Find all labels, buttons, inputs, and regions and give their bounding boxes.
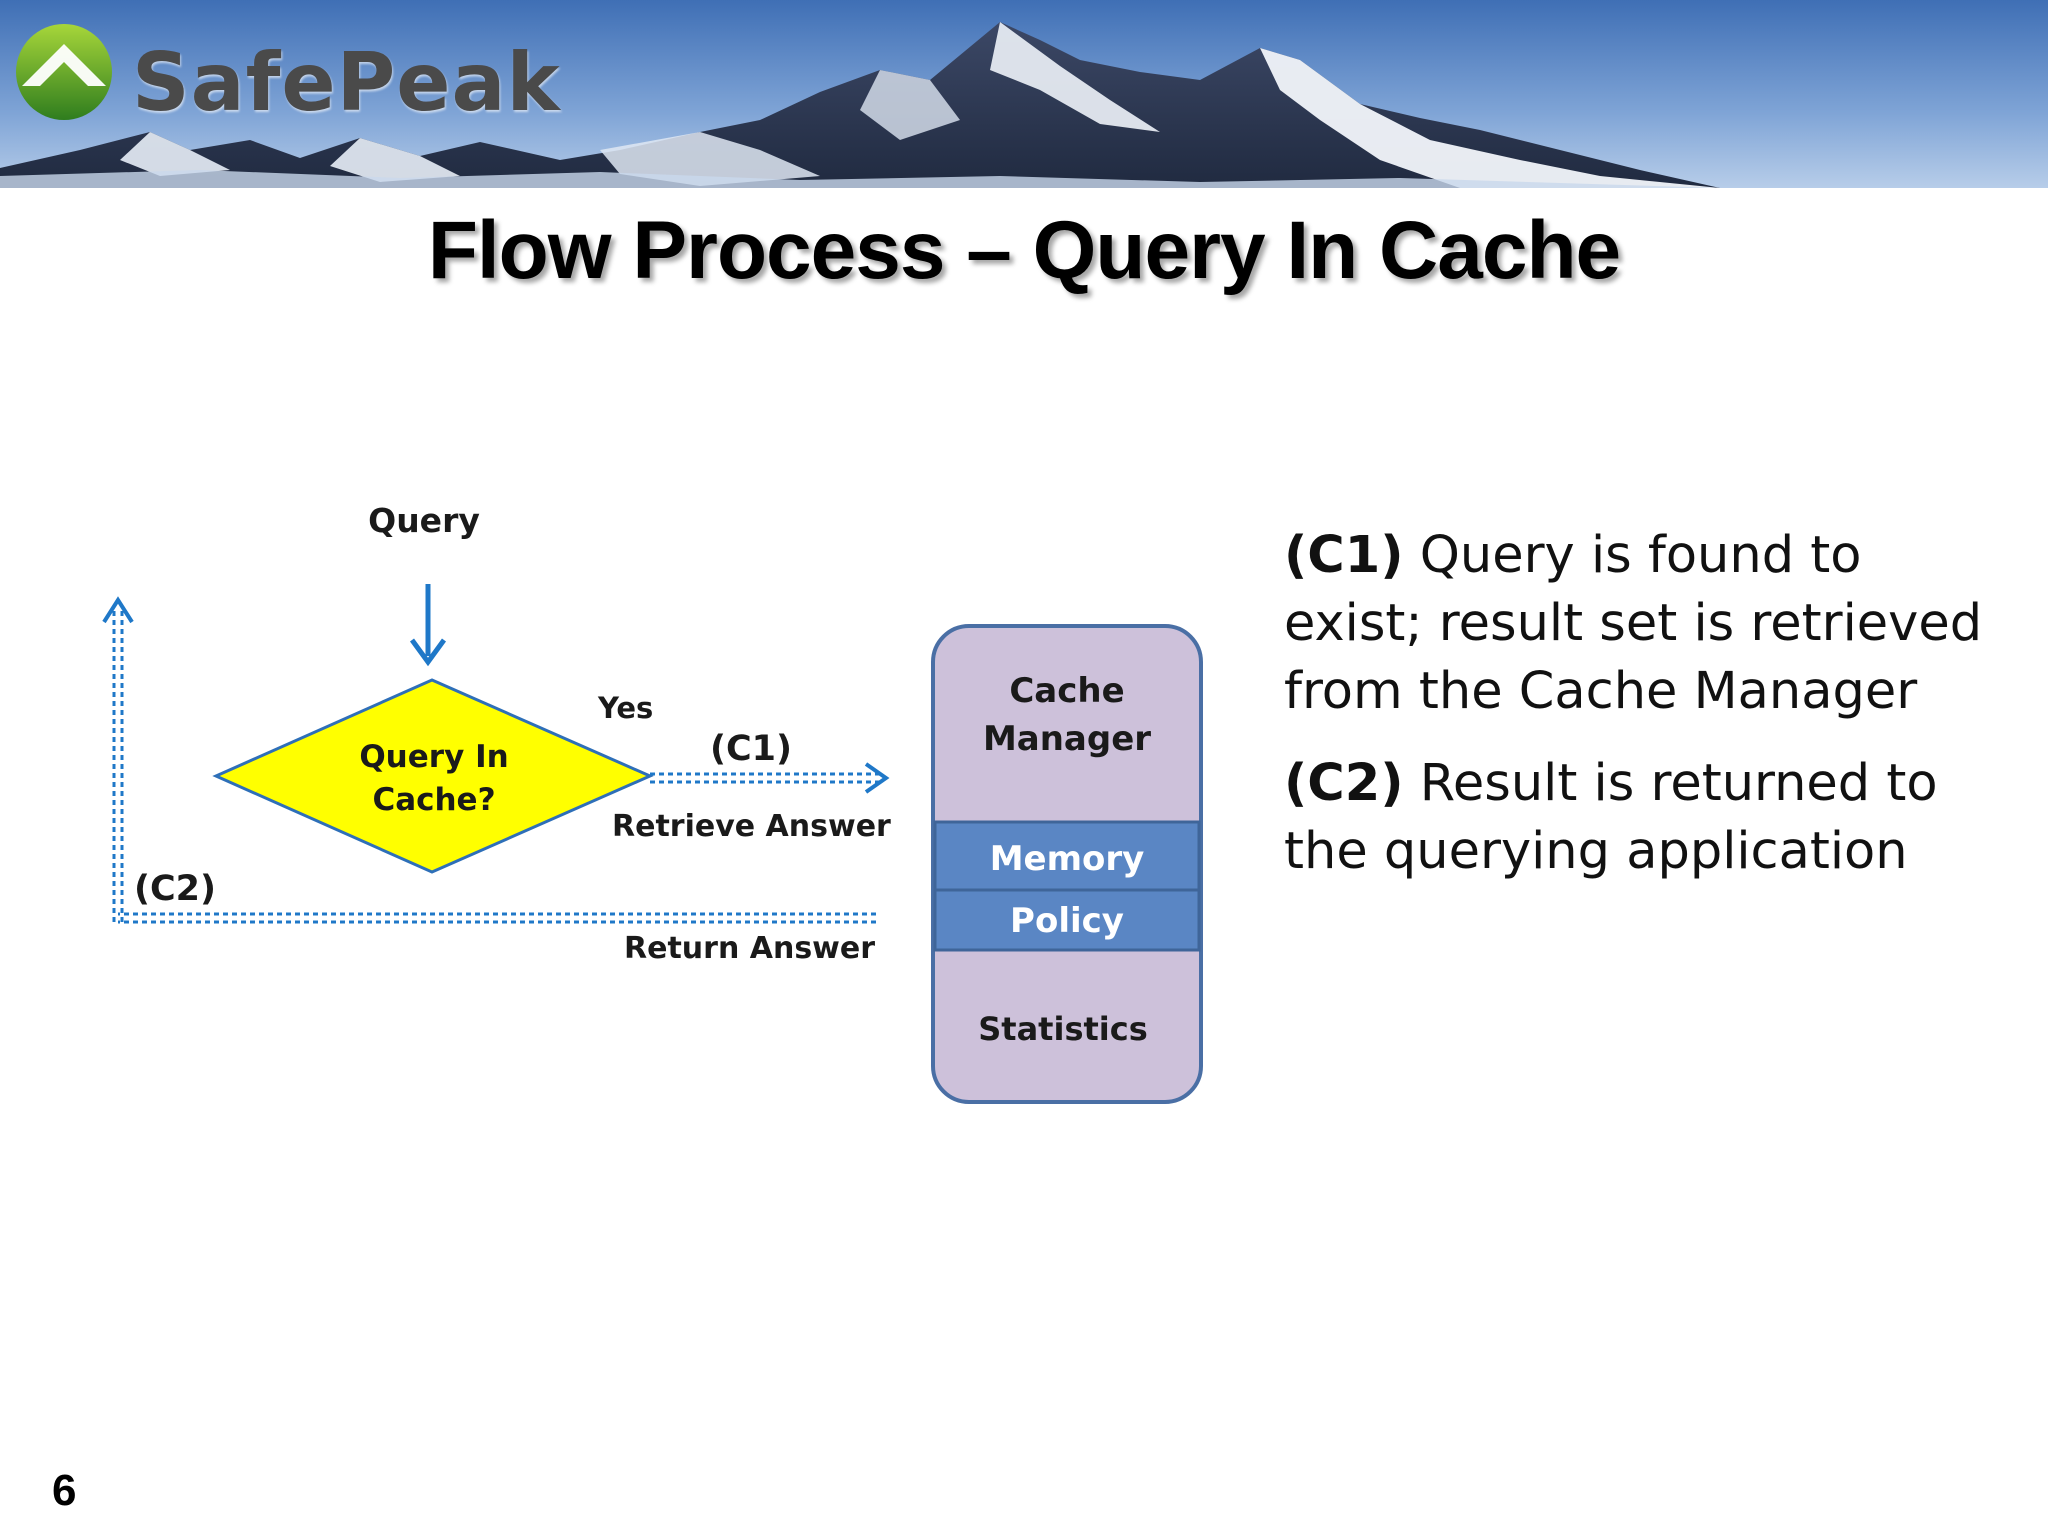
header-banner: SafePeak bbox=[0, 0, 2048, 188]
query-arrow-icon bbox=[409, 584, 447, 667]
cache-manager-label-line1: Cache bbox=[1009, 671, 1124, 711]
memory-band bbox=[933, 820, 1201, 892]
decision-label-line1: Query In bbox=[359, 739, 508, 775]
note-c1-text: Query is found to exist; result set is r… bbox=[1284, 526, 1983, 721]
note-c1-tag: (C1) bbox=[1284, 526, 1404, 585]
decision-diamond bbox=[212, 678, 654, 874]
yes-label: Yes bbox=[597, 691, 653, 725]
statistics-label: Statistics bbox=[978, 1010, 1148, 1048]
query-label: Query bbox=[368, 501, 480, 540]
decision-label-line2: Cache? bbox=[372, 782, 495, 818]
return-arrow-icon bbox=[102, 596, 876, 924]
retrieve-answer-label: Retrieve Answer bbox=[612, 809, 891, 844]
notes-text-block: (C1) Query is found to exist; result set… bbox=[1284, 522, 2004, 910]
c1-label: (C1) bbox=[710, 729, 792, 769]
page-number: 6 bbox=[52, 1466, 77, 1515]
return-answer-label: Return Answer bbox=[624, 931, 875, 966]
cache-manager-label-line2: Manager bbox=[983, 719, 1151, 759]
note-c1: (C1) Query is found to exist; result set… bbox=[1284, 522, 2004, 726]
policy-band bbox=[933, 888, 1201, 952]
page-title: Flow Process – Query In Cache bbox=[427, 205, 1621, 296]
mountain-banner-image bbox=[0, 0, 2048, 188]
retrieve-arrow-icon bbox=[650, 762, 890, 794]
note-c2-tag: (C2) bbox=[1284, 754, 1404, 813]
safepeak-logo-icon bbox=[16, 24, 112, 120]
note-c2-text: Result is returned to the querying appli… bbox=[1284, 754, 1938, 881]
memory-label: Memory bbox=[990, 839, 1145, 879]
policy-label: Policy bbox=[1010, 901, 1124, 941]
c2-label: (C2) bbox=[134, 869, 216, 909]
logo-wordmark: SafePeak bbox=[132, 36, 561, 129]
note-c2: (C2) Result is returned to the querying … bbox=[1284, 750, 2004, 886]
